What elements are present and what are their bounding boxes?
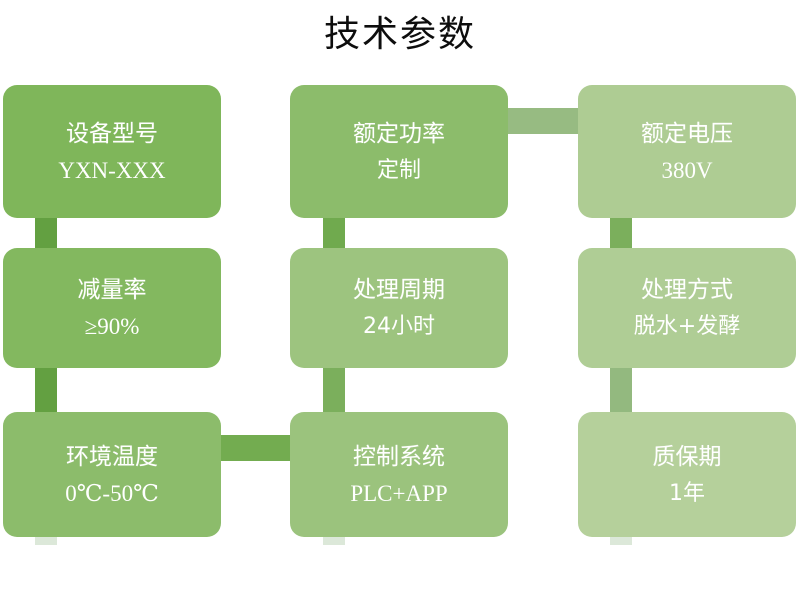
card-title: 额定功率 bbox=[353, 120, 445, 147]
page-title: 技术参数 bbox=[323, 14, 476, 55]
card-title: 处理方式 bbox=[641, 277, 733, 303]
card-value: YXN-XXX bbox=[58, 157, 166, 183]
card-title: 质保期 bbox=[652, 443, 722, 470]
card-value: ≥90% bbox=[84, 314, 140, 339]
card-rated-voltage[interactable]: 额定电压 380V bbox=[578, 85, 796, 218]
card-ambient-temperature[interactable]: 环境温度 0℃-50℃ bbox=[3, 412, 221, 537]
card-title: 减量率 bbox=[77, 277, 147, 303]
card-processing-method[interactable]: 处理方式 脱水+发酵 bbox=[578, 248, 796, 368]
card-control-system[interactable]: 控制系统 PLC+APP bbox=[290, 412, 508, 537]
card-value: 24小时 bbox=[363, 314, 435, 339]
card-title: 额定电压 bbox=[641, 120, 733, 147]
card-warranty-period[interactable]: 质保期 1年 bbox=[578, 412, 796, 537]
card-title: 设备型号 bbox=[66, 120, 158, 147]
card-rated-power[interactable]: 额定功率 定制 bbox=[290, 85, 508, 218]
card-title: 环境温度 bbox=[66, 443, 158, 470]
card-value: 380V bbox=[661, 157, 713, 183]
card-reduction-rate[interactable]: 减量率 ≥90% bbox=[3, 248, 221, 368]
card-value: 1年 bbox=[669, 480, 705, 506]
card-value: 脱水+发酵 bbox=[633, 314, 741, 339]
card-value: 定制 bbox=[376, 157, 421, 183]
card-title: 处理周期 bbox=[353, 277, 445, 303]
card-value: PLC+APP bbox=[350, 480, 448, 506]
card-device-model[interactable]: 设备型号 YXN-XXX bbox=[3, 85, 221, 218]
card-title: 控制系统 bbox=[353, 443, 445, 470]
card-processing-cycle[interactable]: 处理周期 24小时 bbox=[290, 248, 508, 368]
card-value: 0℃-50℃ bbox=[65, 480, 159, 506]
